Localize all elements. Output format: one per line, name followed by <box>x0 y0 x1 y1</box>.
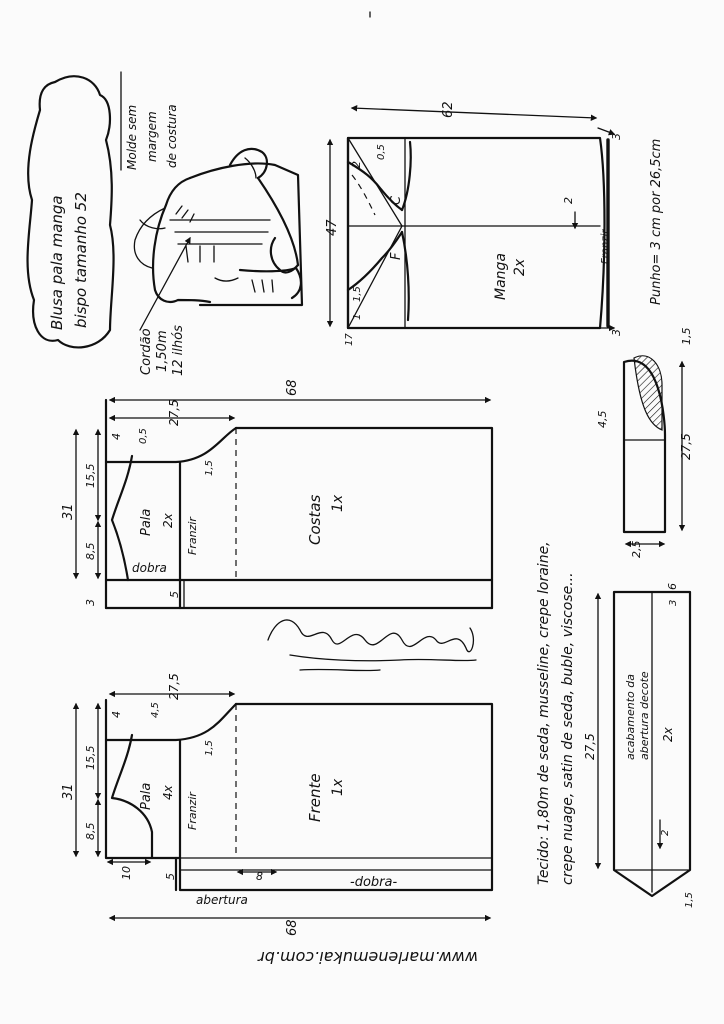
frente-v8: 8 <box>256 870 263 883</box>
costas-dobra: dobra <box>132 561 167 575</box>
frente-v155: 15,5 <box>84 746 97 771</box>
costas-qty: 1x <box>330 494 346 512</box>
frente-v10: 10 <box>120 866 133 880</box>
signature <box>267 619 477 672</box>
acabamento-v6: 6 <box>666 583 679 590</box>
molde-note: Molde sem margem de costura <box>120 71 179 171</box>
frente-abertura: abertura <box>196 893 248 907</box>
gola-v25: 2,5 <box>630 541 643 559</box>
manga-v1: 1 <box>352 314 363 320</box>
gola-piece: 27,5 1,5 4,5 2,5 <box>596 328 693 559</box>
acabamento-line-2: abertura decote <box>638 671 651 760</box>
manga-v05: 0,5 <box>376 144 387 160</box>
costas-dimensions: 68 27,5 31 15,5 8,5 3 4 0,5 1,5 5 <box>61 379 492 606</box>
frente-v15: 1,5 <box>204 740 215 756</box>
costas-v85: 8,5 <box>84 543 97 561</box>
manga-name: Manga <box>493 253 509 300</box>
costas-v31: 31 <box>61 503 76 520</box>
tecido-line-1: Tecido: 1,80m de seda, musseline, crepe … <box>536 541 552 885</box>
manga-franzir: Franzir <box>600 229 611 264</box>
manga-v2: 2 <box>350 161 363 168</box>
acabamento-piece: acabamento da abertura decote 2x 27,5 6 … <box>583 583 695 908</box>
title-bubble: Blusa pala manga bispo tamanho 52 <box>26 75 115 349</box>
molde-note-line-1: Molde sem <box>125 105 139 170</box>
website-text: www.marlenemukai.com.br <box>257 948 478 967</box>
website: www.marlenemukai.com.br <box>257 948 478 967</box>
costas-v155: 15,5 <box>84 464 97 489</box>
frente-v4: 4 <box>110 711 123 718</box>
manga-left-3a: 3 <box>610 133 623 140</box>
costas-v5: 5 <box>168 591 181 598</box>
frente-qty: 1x <box>330 778 346 796</box>
frente-piece: Frente 1x Pala 4x Franzir -dobra- abertu… <box>104 698 494 907</box>
gola-v45: 4,5 <box>596 411 609 429</box>
tecido-note: Tecido: 1,80m de seda, musseline, crepe … <box>536 541 576 885</box>
frente-franzir: Franzir <box>186 791 199 830</box>
punho-note: Punho= 3 cm por 26,5cm <box>649 139 664 305</box>
frente-name: Frente <box>306 773 324 822</box>
acabamento-v15: 1,5 <box>684 892 695 908</box>
costas-v3: 3 <box>84 599 97 606</box>
manga-grain-2: 2 <box>562 197 575 204</box>
title-line-1: Blusa pala manga <box>48 195 66 330</box>
tecido-line-2: crepe nuage, satin de seda, buble, visco… <box>560 572 576 885</box>
manga-v17: 17 <box>344 333 355 346</box>
manga-f-label: F <box>389 252 404 260</box>
frente-total: 68 <box>285 919 300 936</box>
manga-dimensions: 62 47 2 0,5 1,5 1 17 3 3 <box>325 101 623 346</box>
frente-v31: 31 <box>61 783 76 800</box>
costas-v4: 4 <box>110 433 123 440</box>
manga-v15: 1,5 <box>352 286 363 302</box>
frente-v275: 27,5 <box>167 673 181 700</box>
frente-dimensions: 27,5 31 15,5 8,5 4 4,5 1,5 10 5 68 <box>61 673 492 936</box>
manga-dim-height: 47 <box>325 219 340 236</box>
manga-piece: Manga 2x C F Franzir 2 <box>346 136 611 330</box>
frente-v45: 4,5 <box>150 702 161 718</box>
manga-left-3b: 3 <box>610 329 623 336</box>
manga-c-label: C <box>389 195 404 205</box>
costas-v15: 1,5 <box>204 460 215 476</box>
molde-note-line-2: margem <box>145 111 159 162</box>
costas-franzir: Franzir <box>186 516 199 555</box>
frente-pala: Pala <box>139 783 154 810</box>
manga-qty: 2x <box>512 258 528 276</box>
frente-v5: 5 <box>164 873 177 880</box>
costas-pala-qty: 2x <box>161 512 175 528</box>
acabamento-qty: 2x <box>661 726 675 742</box>
molde-note-line-3: de costura <box>165 104 179 168</box>
acabamento-line-1: acabamento da <box>624 674 637 760</box>
gola-v275: 27,5 <box>679 433 693 460</box>
frente-v85: 8,5 <box>84 823 97 841</box>
punho-text: Punho= 3 cm por 26,5cm <box>649 139 664 305</box>
acabamento-v3: 3 <box>668 600 679 606</box>
blouse-sketch <box>133 147 304 307</box>
costas-v05: 0,5 <box>138 428 149 444</box>
costas-name: Costas <box>306 494 324 545</box>
acabamento-v2: 2 <box>660 830 671 836</box>
frente-dobra: -dobra- <box>350 875 397 890</box>
manga-dim-width: 62 <box>441 101 456 118</box>
costas-piece: Costas 1x Pala 2x Franzir dobra <box>104 398 494 610</box>
costas-total: 68 <box>285 379 300 396</box>
cordao-line-2: 1,50m <box>155 330 170 372</box>
title-line-2: bispo tamanho 52 <box>72 192 90 328</box>
cordao-note: Cordão 1,50m 12 ilhós <box>139 236 191 376</box>
cordao-line-1: Cordão <box>139 328 154 375</box>
frente-pala-qty: 4x <box>161 784 175 800</box>
gola-v15: 1,5 <box>680 328 693 346</box>
cordao-line-3: 12 ilhós <box>171 325 186 376</box>
costas-v275: 27,5 <box>167 399 181 426</box>
costas-pala: Pala <box>139 509 154 536</box>
acabamento-v275: 27,5 <box>583 733 597 760</box>
